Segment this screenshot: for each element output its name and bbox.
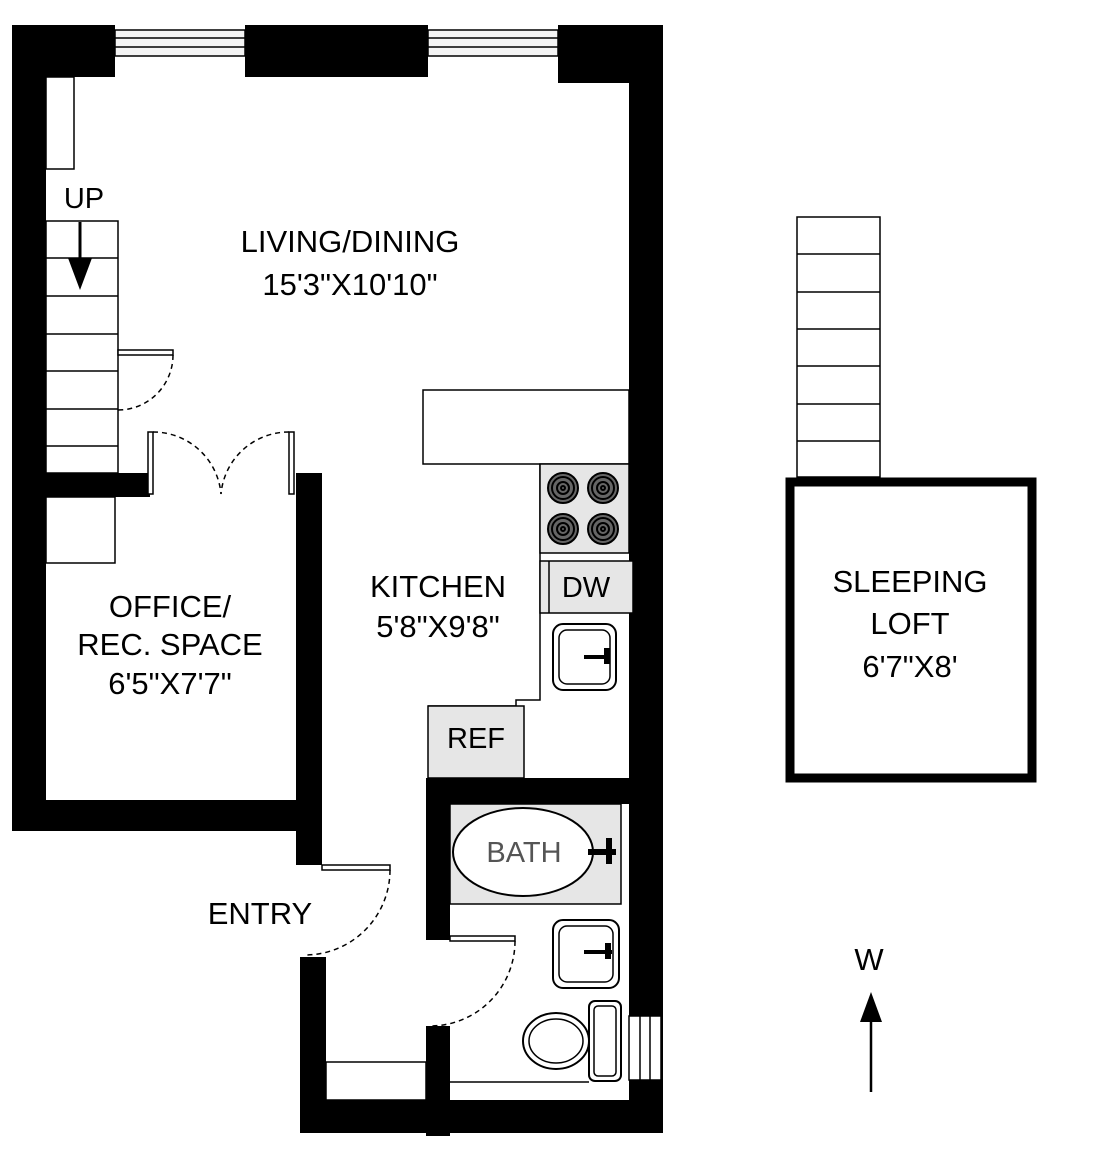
loft-name-line2: LOFT <box>870 606 949 641</box>
doors <box>117 349 516 1027</box>
stove <box>539 463 630 554</box>
kitchen-counter <box>422 389 630 707</box>
toilet <box>522 1000 622 1082</box>
dishwasher-label: DW <box>562 572 611 604</box>
entry-name: ENTRY <box>208 896 313 931</box>
refrigerator <box>427 705 525 779</box>
loft-size: 6'7"X8' <box>862 649 957 684</box>
radiator <box>628 1015 662 1081</box>
kitchen-sink <box>552 623 617 691</box>
entry-closet <box>325 1061 589 1101</box>
stairs-arrow <box>68 222 92 290</box>
sleeping-loft <box>785 477 1037 783</box>
office-name-line1: OFFICE/ <box>109 589 232 624</box>
loft-name-line1: SLEEPING <box>832 564 987 599</box>
bathtub <box>449 803 622 905</box>
loft-ladder <box>796 216 881 478</box>
office-name-line2: REC. SPACE <box>77 627 262 662</box>
windows <box>114 29 559 57</box>
living-dining-size: 15'3"X10'10" <box>262 267 437 302</box>
dishwasher <box>539 560 634 614</box>
compass-label: W <box>854 942 884 977</box>
bath-label: BATH <box>486 837 561 869</box>
compass-arrow <box>860 992 882 1092</box>
refrigerator-label: REF <box>447 723 505 755</box>
stairs <box>45 76 119 564</box>
office-size: 6'5"X7'7" <box>108 666 232 701</box>
bathroom-sink <box>552 919 620 989</box>
kitchen-name: KITCHEN <box>370 569 506 604</box>
living-dining-name: LIVING/DINING <box>241 224 460 259</box>
kitchen-size: 5'8"X9'8" <box>376 609 500 644</box>
walls <box>12 25 663 1136</box>
window-right <box>427 29 559 57</box>
stairs-up-label: UP <box>64 183 104 215</box>
window-left <box>114 29 246 57</box>
